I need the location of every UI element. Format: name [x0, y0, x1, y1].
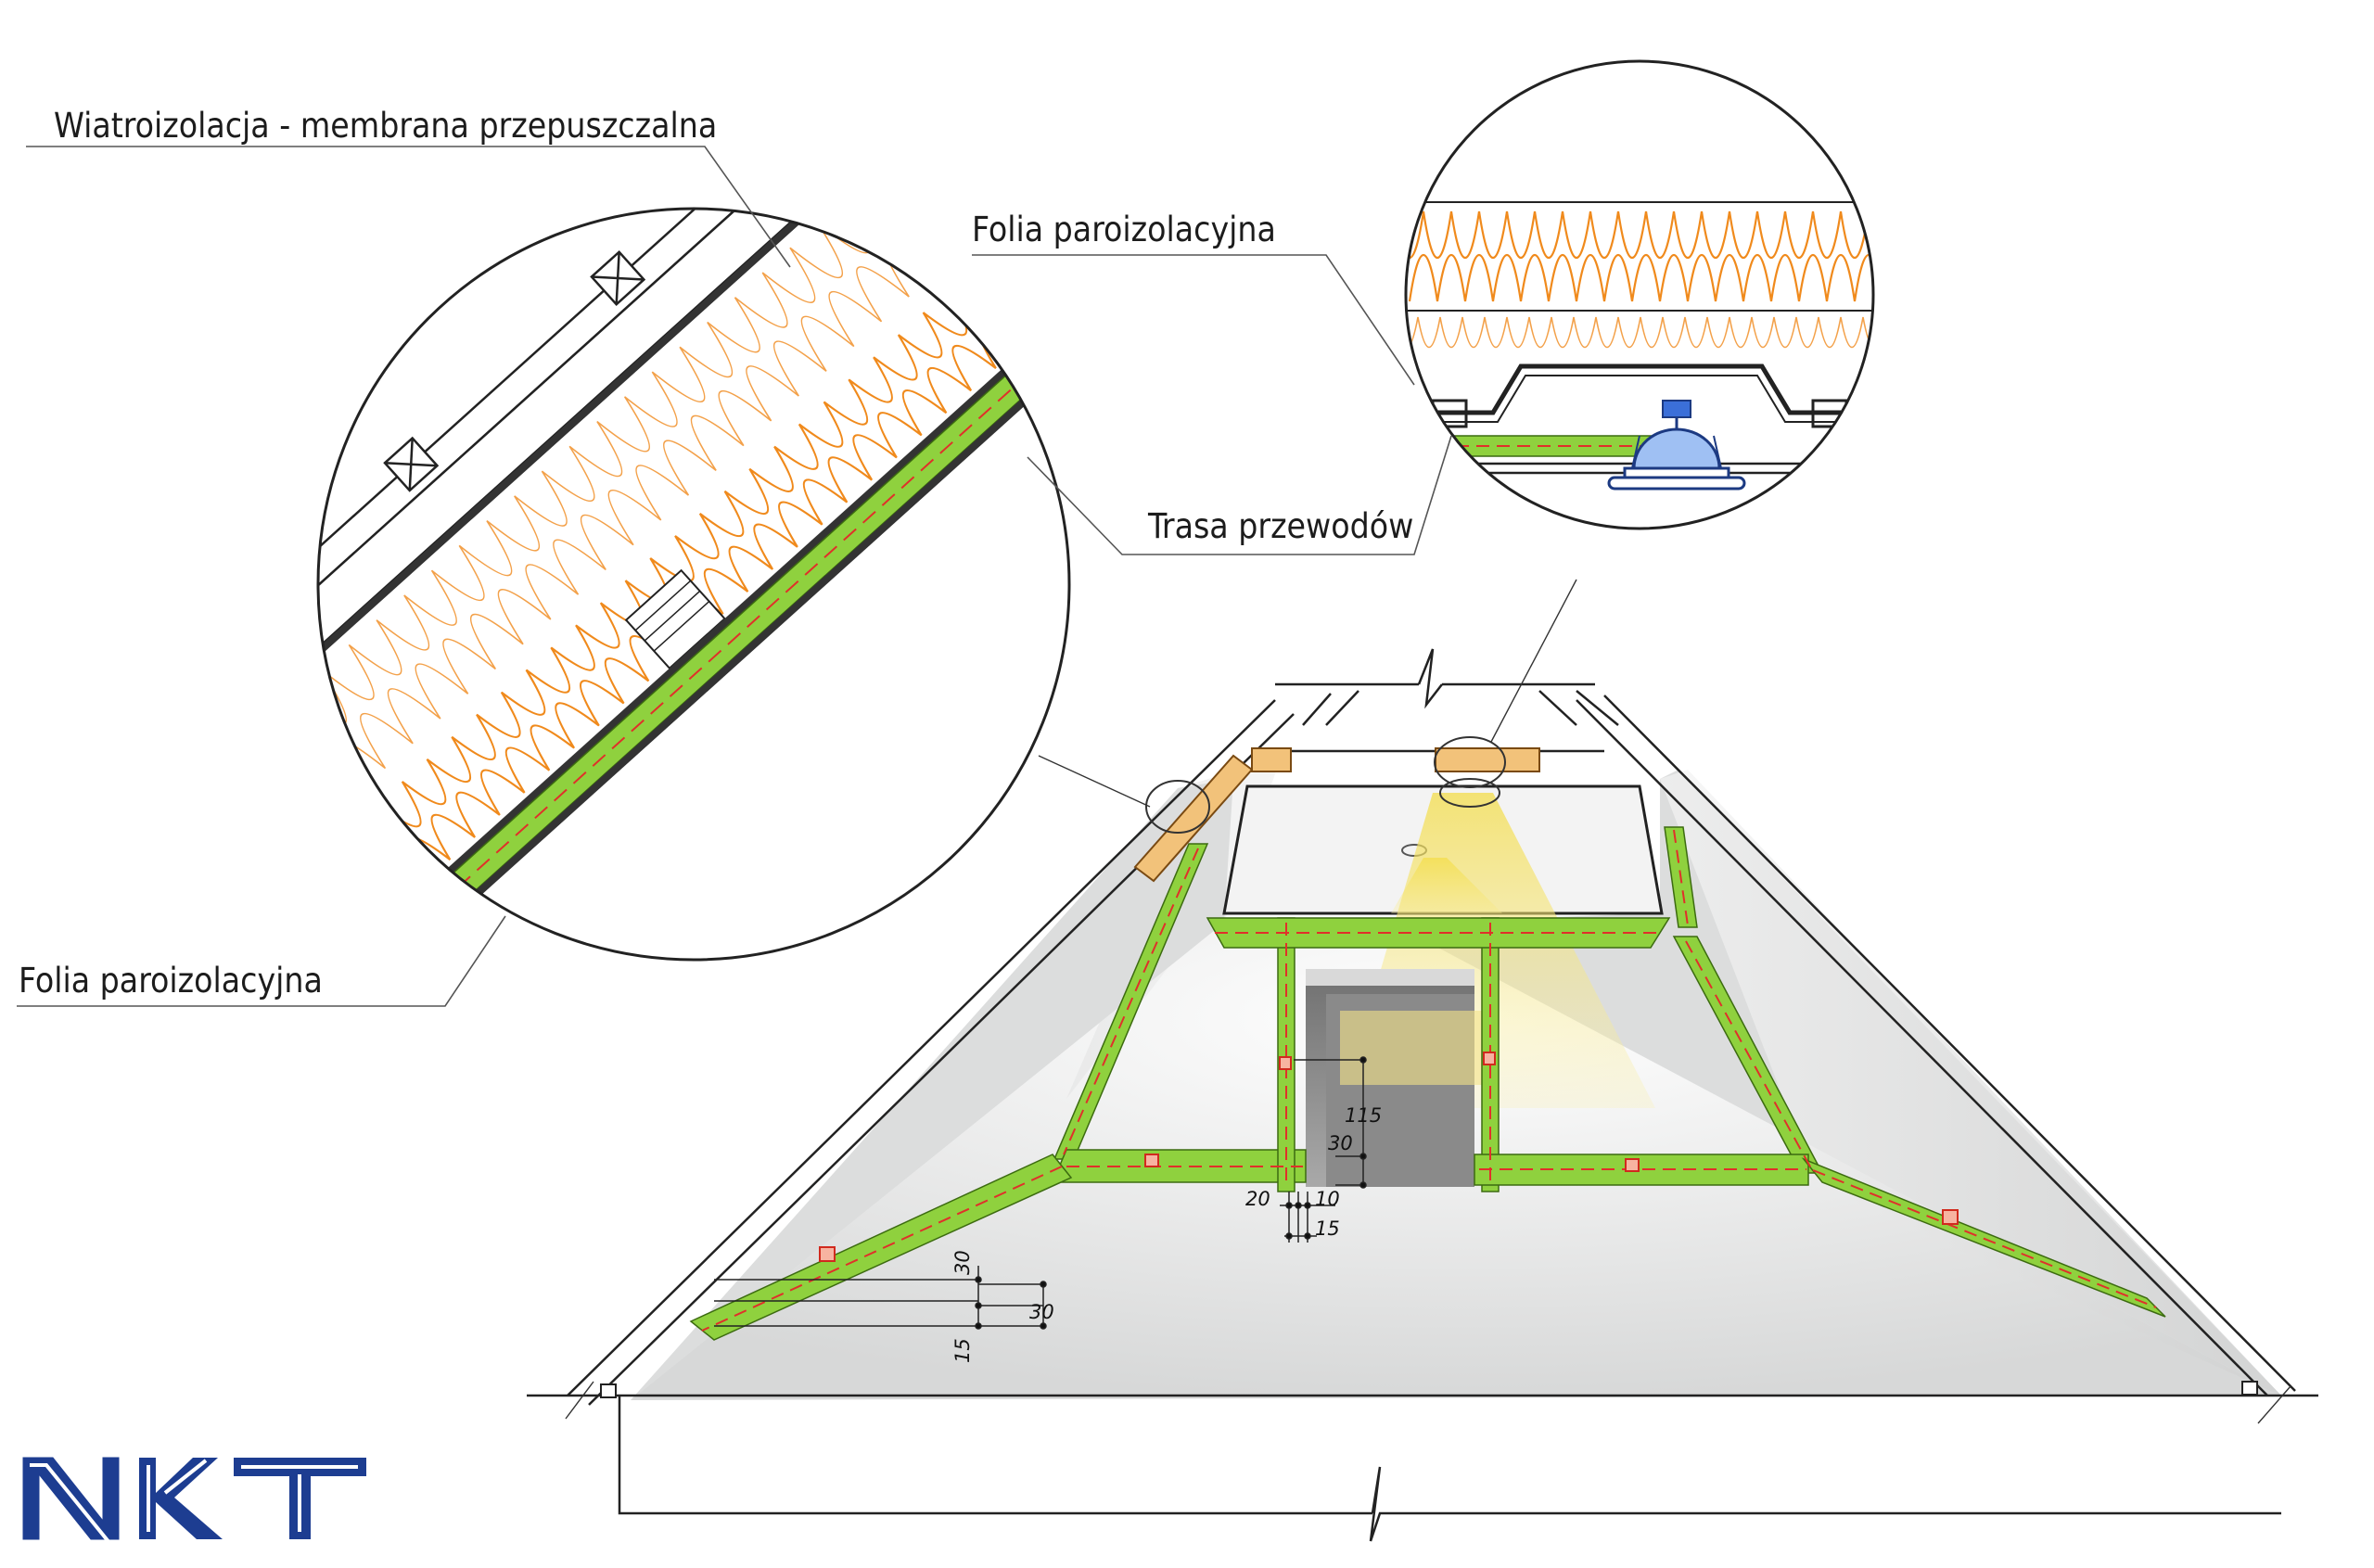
roof-slope-detail: [316, 207, 1071, 962]
label-wind-barrier-group: Wiatroizolacja - membrana przepuszczalna: [26, 106, 791, 268]
dim-30-door: 30: [1328, 1132, 1353, 1154]
dim-20: 20: [1245, 1188, 1270, 1210]
dim-10: 10: [1315, 1188, 1340, 1210]
dim-15-door: 15: [1315, 1217, 1340, 1240]
electrical-boxes: [819, 1052, 1959, 1262]
label-vapor-barrier-left-group: Folia paroizolacyjna: [17, 915, 506, 1007]
ceiling-insulation: [1133, 736, 1540, 883]
dim-30-wall-b: 30: [1029, 1301, 1054, 1323]
label-vapor-barrier-top: Folia paroizolacyjna: [972, 210, 1276, 249]
label-cable-route: Trasa przewodów: [1147, 506, 1413, 546]
label-vapor-barrier-top-group: Folia paroizolacyjna: [972, 210, 1415, 386]
wall-dimensions: [714, 1266, 1047, 1330]
label-vapor-barrier-left: Folia paroizolacyjna: [19, 961, 323, 1001]
dim-115: 115: [1345, 1104, 1382, 1127]
dim-30-wall-a: 30: [951, 1250, 974, 1275]
ceiling-lamp-icon: [1607, 400, 1746, 491]
door-dimensions: [1280, 1056, 1367, 1243]
dim-15-wall: 15: [951, 1338, 974, 1363]
nkt-logo: [22, 1457, 366, 1546]
label-cable-route-group: Trasa przewodów: [1027, 435, 1452, 555]
label-wind-barrier: Wiatroizolacja - membrana przepuszczalna: [54, 106, 717, 146]
attic-room: 115 30 20 10 15 30 30 15: [527, 579, 2318, 1542]
ceiling-detail: [1404, 59, 1875, 530]
